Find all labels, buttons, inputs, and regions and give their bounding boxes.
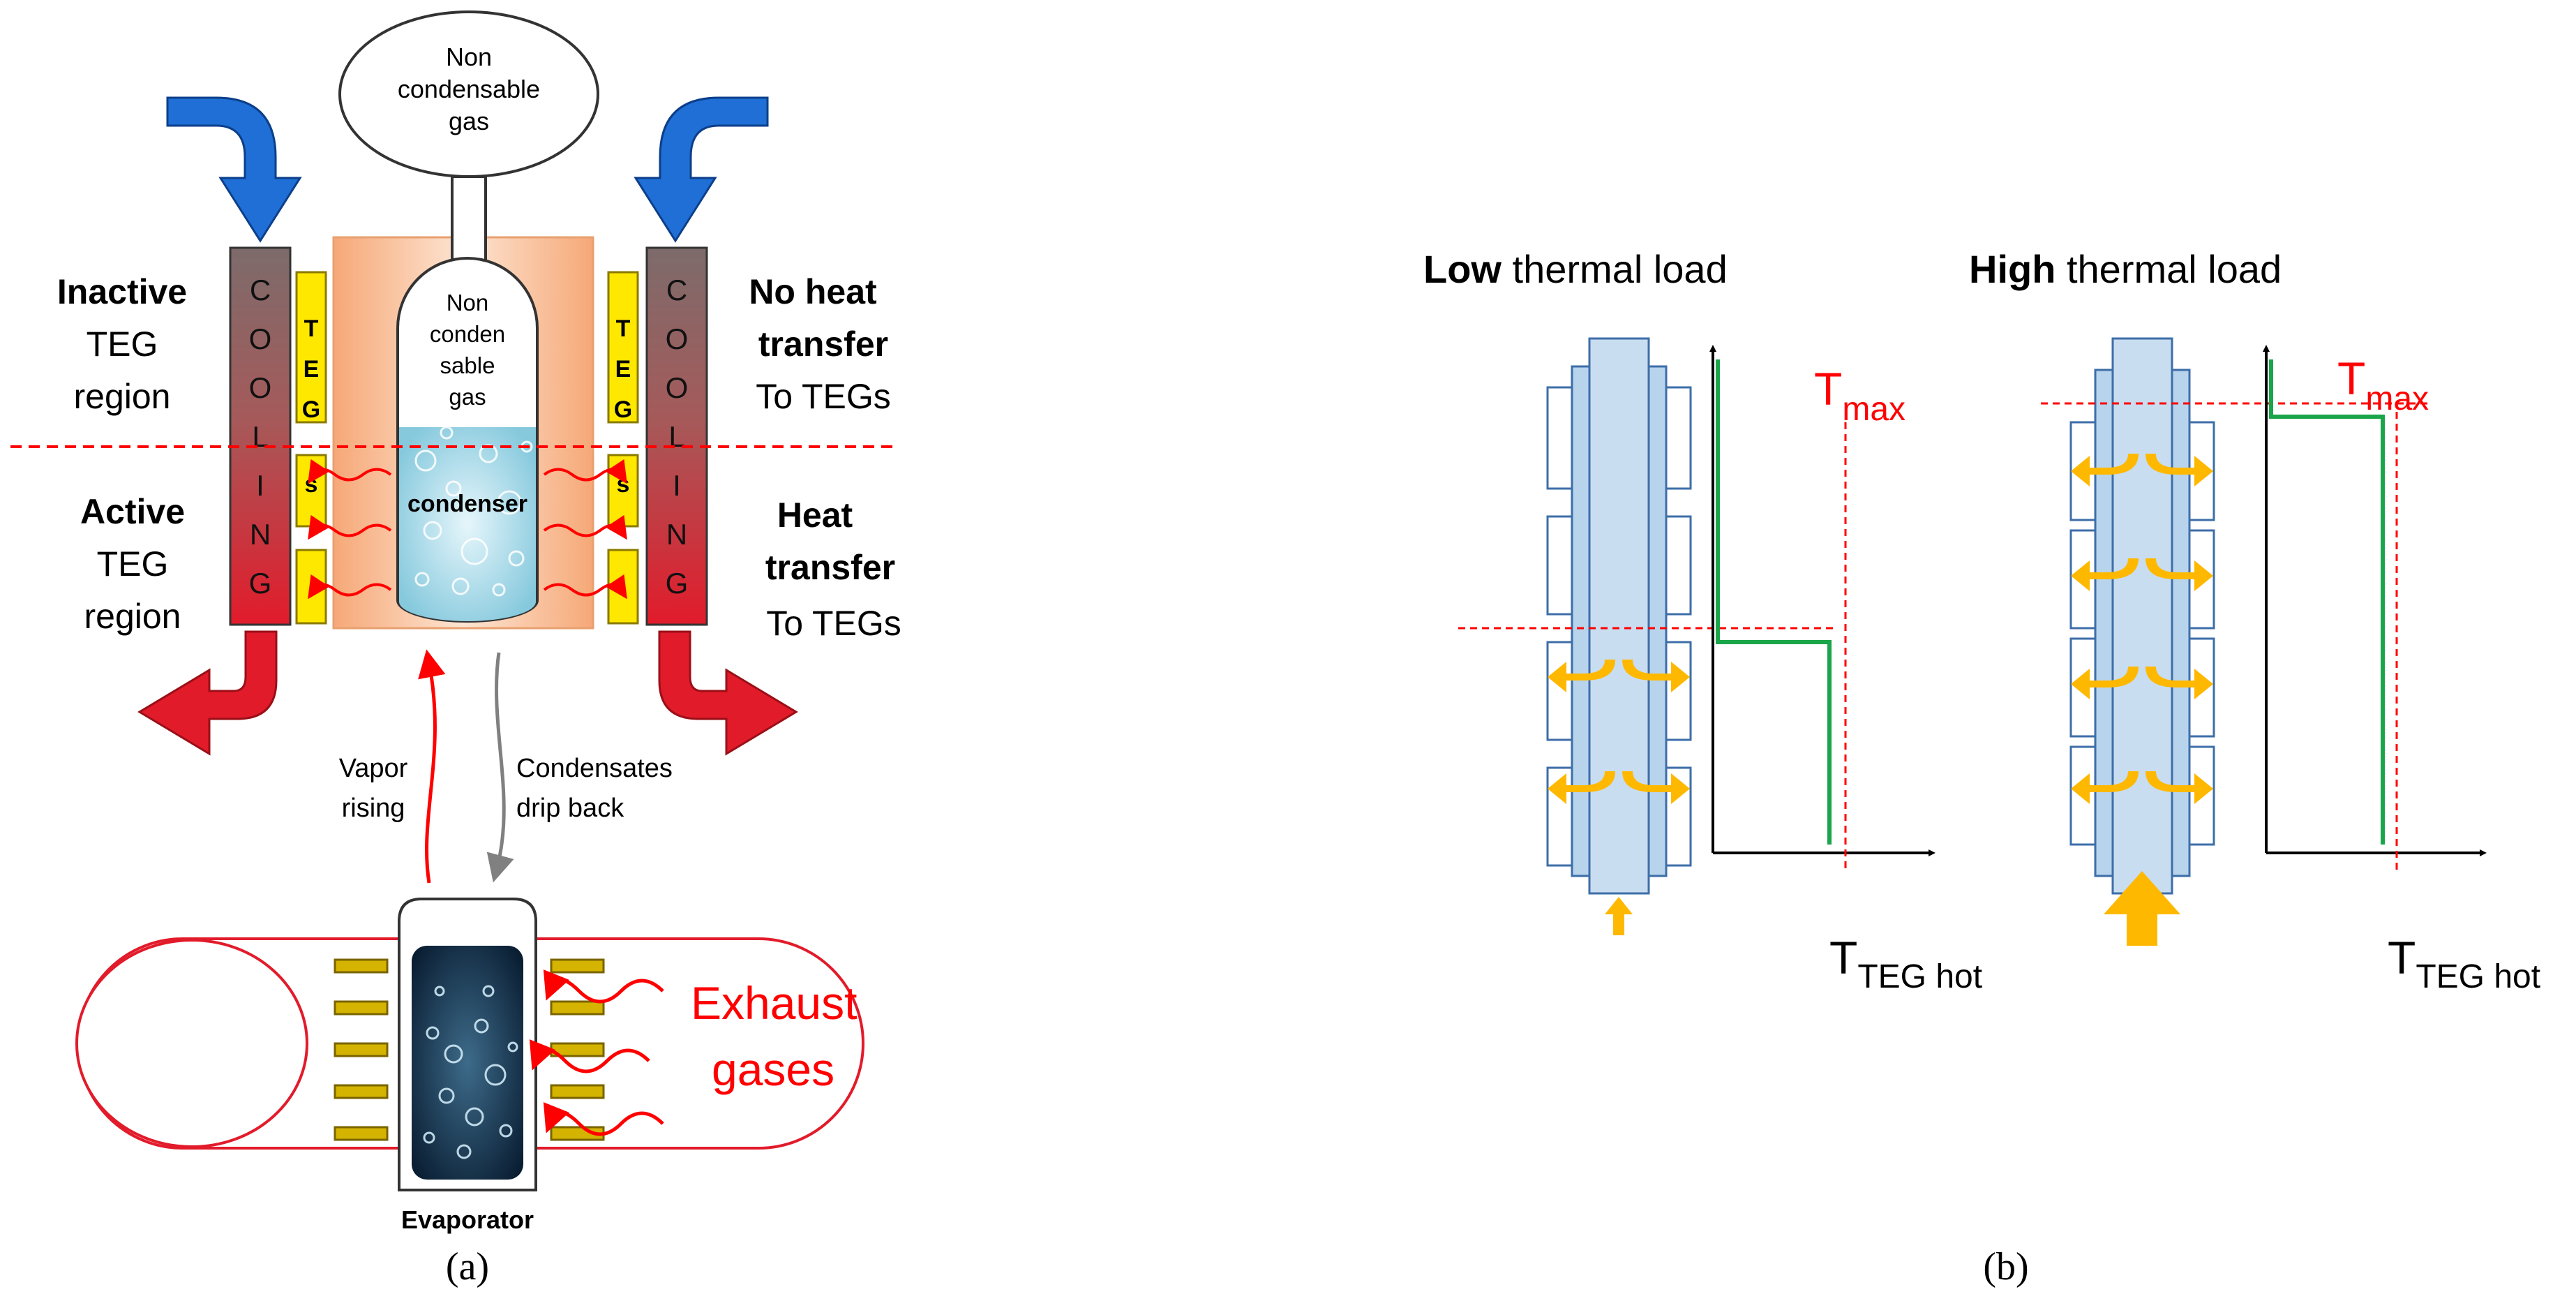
- no-heat-label-bold-2: transfer: [758, 325, 888, 364]
- low-load-title: Low thermal load: [1423, 247, 1728, 291]
- evaporator-label: Evaporator: [401, 1205, 534, 1234]
- coolant-inlet-arrow-right: [634, 96, 769, 243]
- boiling-bubbles: [423, 985, 518, 1159]
- coolant-outlet-arrow-left: [137, 630, 278, 756]
- active-label-line-2: region: [84, 597, 181, 636]
- teg-column-left: [295, 271, 327, 625]
- inner-gas-line-1: Non: [447, 290, 489, 315]
- boiling-liquid: [412, 946, 523, 1180]
- teg-left-letter-e: E: [304, 356, 320, 382]
- high-load-tmax-label: Tmax: [2337, 352, 2429, 417]
- inner-gas-line-2: conden: [430, 321, 505, 347]
- teg-right-letter-t: T: [616, 315, 631, 342]
- vapor-label-line-2: rising: [342, 794, 405, 823]
- panel-a: Non condensable gas Non conden sable gas…: [10, 10, 901, 1288]
- high-load-pipe: [2069, 337, 2215, 895]
- inner-gas-line-4: gas: [449, 384, 486, 410]
- low-load-input-arrow: [1605, 897, 1633, 935]
- svg-text:I: I: [673, 469, 681, 502]
- teg-right-letter-s: s: [617, 471, 630, 498]
- condensates-label-line-1: Condensates: [516, 754, 673, 783]
- coolant-outlet-arrow-right: [658, 630, 798, 756]
- heat-label-bold-2: transfer: [765, 548, 895, 587]
- svg-text:L: L: [668, 420, 684, 453]
- high-load-title: High thermal load: [1969, 247, 2282, 291]
- teg-left-letter-g: G: [302, 396, 320, 423]
- low-load-tteg-label: TTEG hot: [1829, 932, 1982, 995]
- heat-label-line: To TEGs: [766, 604, 901, 643]
- vapor-label-line-1: Vapor: [339, 754, 408, 783]
- inactive-label-bold: Inactive: [57, 272, 187, 311]
- evaporator-fins: [334, 958, 605, 1141]
- low-load-tmax-label: Tmax: [1814, 363, 1905, 428]
- inactive-label-line-1: TEG: [87, 325, 158, 364]
- svg-text:O: O: [666, 322, 689, 355]
- gas-reservoir-line-3: gas: [449, 107, 489, 135]
- no-heat-label-line: To TEGs: [756, 377, 891, 416]
- svg-text:L: L: [252, 420, 268, 453]
- cooling-left-letters: C O O L I N G: [249, 274, 272, 600]
- gas-neck: [451, 175, 487, 265]
- heat-label-bold-1: Heat: [777, 496, 853, 535]
- condensates-label-line-2: drip back: [516, 794, 624, 823]
- caption-a: (a): [446, 1245, 489, 1288]
- condensate-water: [399, 427, 536, 621]
- low-load-temperature-profile: [1716, 359, 1832, 845]
- active-label-line-1: TEG: [97, 544, 169, 583]
- no-heat-label-bold-1: No heat: [749, 272, 877, 311]
- gas-reservoir-line-1: Non: [446, 43, 492, 71]
- svg-text:O: O: [249, 371, 272, 404]
- teg-column-right: [607, 271, 639, 625]
- teg-right-letter-e: E: [615, 356, 631, 382]
- cooling-column-left: [229, 246, 292, 626]
- teg-right-letter-g: G: [614, 396, 632, 423]
- high-load-temperature-profile: [2269, 359, 2385, 845]
- svg-text:N: N: [250, 518, 271, 551]
- cooling-column-right: [645, 246, 708, 626]
- svg-text:G: G: [666, 567, 689, 600]
- svg-text:O: O: [666, 371, 689, 404]
- high-load-input-arrow: [2104, 871, 2180, 946]
- teg-left-letter-s: s: [305, 471, 318, 498]
- condenser-label: condenser: [407, 491, 527, 517]
- inactive-label-line-2: region: [74, 377, 171, 416]
- svg-text:N: N: [666, 518, 687, 551]
- condensate-drip-arrow: [486, 652, 514, 883]
- high-load-heat-arrows: [2071, 454, 2213, 804]
- vapor-rising-arrow: [418, 649, 446, 884]
- svg-text:C: C: [250, 274, 271, 306]
- exhaust-heat-arrows: [529, 969, 664, 1136]
- teg-left-letter-t: T: [304, 315, 319, 342]
- svg-text:C: C: [666, 274, 687, 306]
- svg-text:O: O: [249, 322, 272, 355]
- svg-text:G: G: [249, 567, 272, 600]
- coolant-inlet-arrow-left: [166, 96, 302, 243]
- exhaust-label-line-1: Exhaust: [691, 977, 857, 1029]
- exhaust-pipe-opening: [75, 939, 308, 1148]
- caption-b: (b): [1983, 1245, 2028, 1288]
- inner-gas-line-3: sable: [440, 352, 495, 378]
- svg-text:I: I: [256, 469, 264, 502]
- high-load-tteg-label: TTEG hot: [2388, 932, 2540, 995]
- heat-flow-arrows: [308, 459, 627, 600]
- low-load-pipe: [1546, 337, 1692, 895]
- panel-b: Low thermal load High thermal load Tma: [1423, 247, 2540, 1288]
- active-label-bold: Active: [80, 492, 185, 531]
- exhaust-label-line-2: gases: [712, 1043, 834, 1095]
- cooling-right-letters: C O O L I N G: [666, 274, 689, 600]
- low-load-heat-arrows: [1548, 660, 1690, 804]
- gas-reservoir-line-2: condensable: [398, 75, 540, 103]
